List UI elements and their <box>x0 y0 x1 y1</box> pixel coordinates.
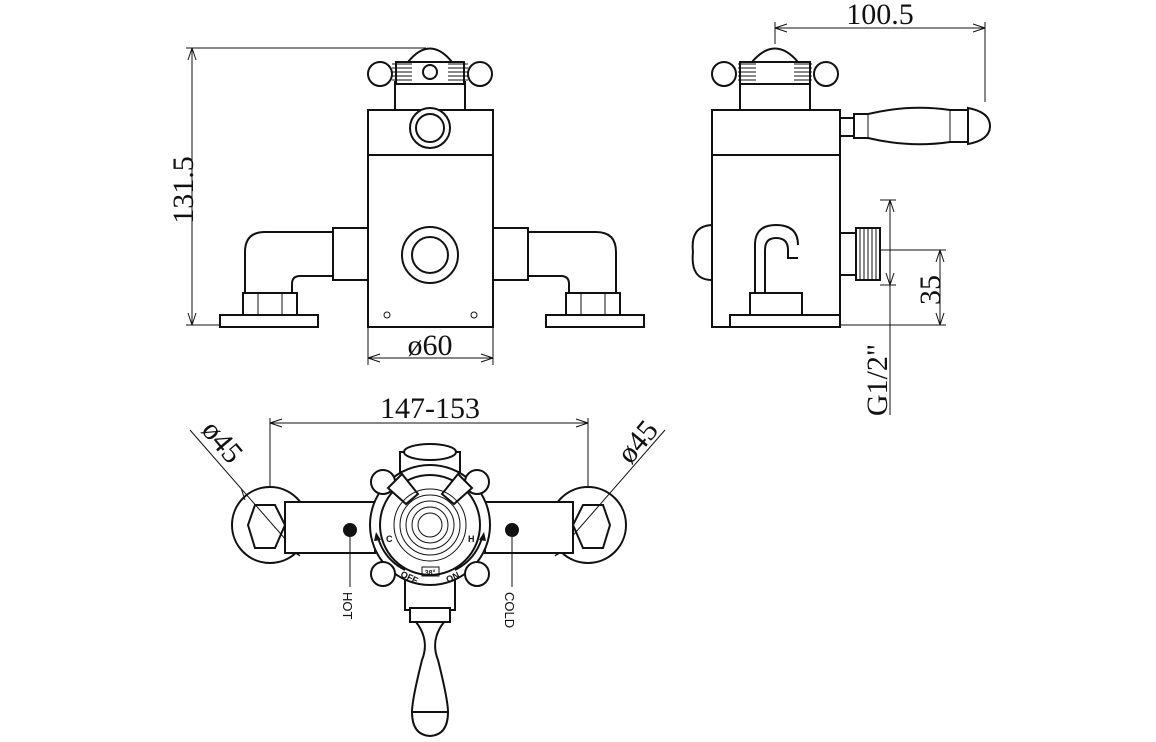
top-view: 147-153 ø45 ø45 <box>189 392 666 738</box>
side-view: 100.5 35 G1/2" <box>691 0 992 416</box>
cold-marker <box>505 523 519 537</box>
dim-thread: G1/2" <box>861 344 894 416</box>
front-view: 131.5 ø60 <box>167 47 645 365</box>
top-lever <box>409 607 451 738</box>
dim-outlet-height: 35 <box>914 275 947 305</box>
dial-hot-mark: H <box>468 534 475 544</box>
dim-cover-right: ø45 <box>611 414 665 470</box>
thermostatic-dial[interactable]: C H 38° OFF ON <box>369 464 491 587</box>
dial-temperature: 38° <box>425 569 436 577</box>
dim-body-diameter: ø60 <box>408 329 453 362</box>
side-lever <box>839 106 992 146</box>
side-knob <box>691 223 713 282</box>
dim-cover-left: ø45 <box>195 414 249 470</box>
hot-marker <box>343 523 357 537</box>
dial-cold-mark: C <box>386 534 393 544</box>
dim-lever-reach: 100.5 <box>846 0 914 31</box>
dim-inlet-centres: 147-153 <box>380 392 480 425</box>
dim-overall-height: 131.5 <box>167 156 200 224</box>
side-body <box>711 109 841 328</box>
front-left-inlet <box>219 227 369 328</box>
hot-label: HOT <box>340 592 355 620</box>
front-right-inlet <box>492 227 645 328</box>
front-top-handle <box>367 47 493 111</box>
cold-label: COLD <box>502 592 517 628</box>
